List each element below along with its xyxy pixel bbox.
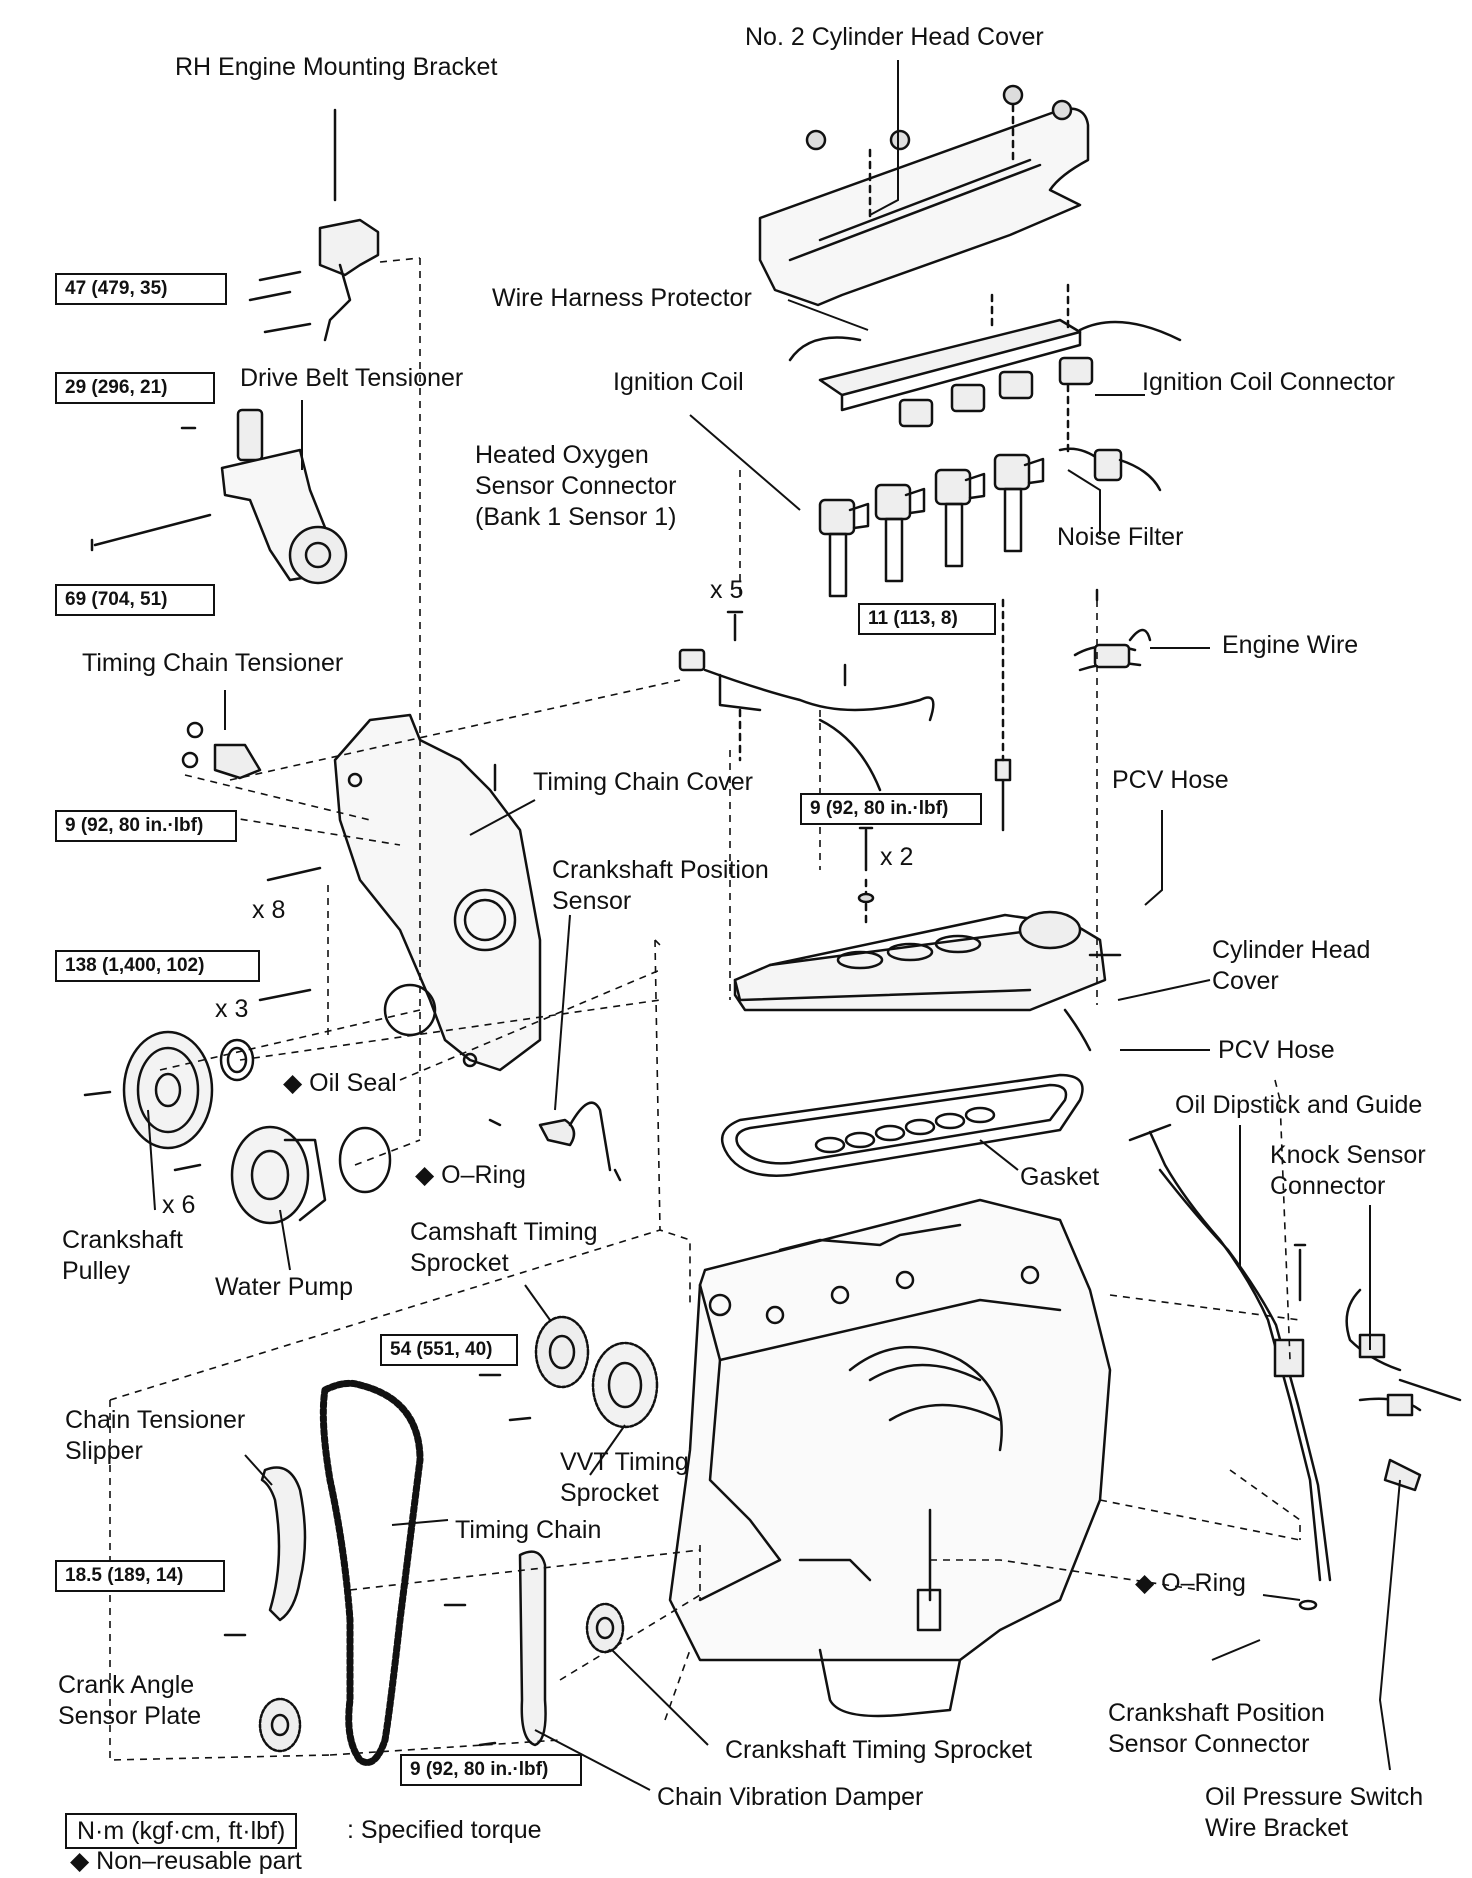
oil-dipstick-part bbox=[1128, 1123, 1332, 1611]
label-timing-chain: Timing Chain bbox=[455, 1516, 602, 1544]
label-x3: x 3 bbox=[215, 995, 249, 1023]
label-crankshaft-pulley: Crankshaft Pulley bbox=[62, 1226, 183, 1285]
legend-units-box: N·m (kgf·cm, ft·lbf) bbox=[65, 1813, 298, 1849]
camshaft-sprockets-part bbox=[478, 1315, 659, 1429]
crankshaft-timing-sprocket-part bbox=[258, 1602, 625, 1753]
torque-box-54: 54 (551, 40) bbox=[380, 1334, 518, 1366]
label-heated-oxygen-sensor-connector: Heated Oxygen Sensor Connector (Bank 1 S… bbox=[475, 441, 677, 531]
label-gasket: Gasket bbox=[1020, 1163, 1100, 1191]
knock-sensor-connector-part bbox=[1293, 1243, 1462, 1492]
label-chain-tensioner-slipper: Chain Tensioner Slipper bbox=[65, 1406, 246, 1465]
label-vvt-timing-sprocket: VVT Timing Sprocket bbox=[560, 1448, 689, 1507]
label-drive-belt-tensioner: Drive Belt Tensioner bbox=[240, 364, 464, 392]
label-oil-dipstick-and-guide: Oil Dipstick and Guide bbox=[1175, 1091, 1423, 1119]
engine-block-part bbox=[668, 1198, 1112, 1718]
engine-wire-part bbox=[1073, 628, 1152, 672]
chain-tensioner-slipper-part bbox=[223, 1466, 307, 1637]
ignition-coils-part bbox=[818, 447, 1162, 598]
no2-cylinder-head-cover-part bbox=[758, 84, 1090, 307]
label-crankshaft-position-sensor: Crankshaft Position Sensor bbox=[552, 856, 769, 915]
label-timing-chain-tensioner: Timing Chain Tensioner bbox=[82, 649, 344, 677]
label-oil-seal: ◆ Oil Seal bbox=[283, 1069, 397, 1097]
torque-box-69: 69 (704, 51) bbox=[55, 584, 215, 616]
gasket-part bbox=[720, 1073, 1084, 1177]
water-pump-part bbox=[173, 1125, 392, 1225]
label-ignition-coil: Ignition Coil bbox=[613, 368, 744, 396]
timing-chain-part bbox=[319, 1379, 424, 1766]
label-crankshaft-timing-sprocket: Crankshaft Timing Sprocket bbox=[725, 1736, 1033, 1764]
label-timing-chain-cover: Timing Chain Cover bbox=[533, 768, 753, 796]
label-water-pump: Water Pump bbox=[215, 1273, 354, 1301]
label-o-ring-cover: ◆ O–Ring bbox=[415, 1161, 526, 1189]
torque-box-9-cover: 9 (92, 80 in.·lbf) bbox=[800, 793, 982, 825]
label-wire-harness-protector: Wire Harness Protector bbox=[492, 284, 752, 312]
label-noise-filter: Noise Filter bbox=[1057, 523, 1184, 551]
label-oil-pressure-switch-wire-bracket: Oil Pressure Switch Wire Bracket bbox=[1205, 1783, 1424, 1842]
label-cylinder-head-cover: Cylinder Head Cover bbox=[1212, 936, 1371, 995]
label-x2: x 2 bbox=[880, 843, 914, 871]
cylinder-head-cover-part bbox=[733, 910, 1122, 1052]
legend-units-description: : Specified torque bbox=[347, 1816, 542, 1844]
label-knock-sensor-connector: Knock Sensor Connector bbox=[1270, 1141, 1426, 1200]
torque-box-18-5: 18.5 (189, 14) bbox=[55, 1560, 225, 1592]
label-camshaft-timing-sprocket: Camshaft Timing Sprocket bbox=[410, 1218, 598, 1277]
torque-box-29: 29 (296, 21) bbox=[55, 372, 215, 404]
label-o-ring-dipstick: ◆ O–Ring bbox=[1135, 1569, 1246, 1597]
wire-harness-protector-part bbox=[788, 283, 1182, 457]
label-pcv-hose-top: PCV Hose bbox=[1112, 766, 1229, 794]
label-x6: x 6 bbox=[162, 1191, 196, 1219]
cover-bolts-part bbox=[726, 588, 1099, 927]
label-chain-vibration-damper: Chain Vibration Damper bbox=[657, 1783, 924, 1811]
timing-chain-cover-part bbox=[258, 713, 542, 1072]
torque-box-9-damper: 9 (92, 80 in.·lbf) bbox=[400, 1754, 582, 1786]
label-no2-cylinder-head-cover: No. 2 Cylinder Head Cover bbox=[745, 23, 1044, 51]
label-ignition-coil-connector: Ignition Coil Connector bbox=[1142, 368, 1395, 396]
crankshaft-pulley-part bbox=[83, 1030, 255, 1150]
rh-engine-mounting-bracket-part bbox=[248, 108, 380, 342]
label-crankshaft-position-sensor-connector: Crankshaft Position Sensor Connector bbox=[1108, 1699, 1325, 1758]
torque-box-11: 11 (113, 8) bbox=[858, 603, 996, 635]
torque-box-47: 47 (479, 35) bbox=[55, 273, 227, 305]
crankshaft-position-sensor-part bbox=[488, 1101, 622, 1182]
label-pcv-hose-bottom: PCV Hose bbox=[1218, 1036, 1335, 1064]
legend-nonreusable: ◆ Non–reusable part bbox=[70, 1847, 302, 1875]
drive-belt-tensioner-part bbox=[90, 408, 348, 585]
oxygen-sensor-connector-part bbox=[678, 648, 935, 792]
torque-box-9-tensioner: 9 (92, 80 in.·lbf) bbox=[55, 810, 237, 842]
label-crank-angle-sensor-plate: Crank Angle Sensor Plate bbox=[58, 1671, 202, 1730]
label-x8: x 8 bbox=[252, 896, 286, 924]
torque-box-138: 138 (1,400, 102) bbox=[55, 950, 260, 982]
label-x5: x 5 bbox=[710, 576, 744, 604]
label-rh-engine-mounting-bracket: RH Engine Mounting Bracket bbox=[175, 53, 498, 81]
chain-vibration-damper-part bbox=[443, 1550, 547, 1747]
label-engine-wire: Engine Wire bbox=[1222, 631, 1359, 659]
